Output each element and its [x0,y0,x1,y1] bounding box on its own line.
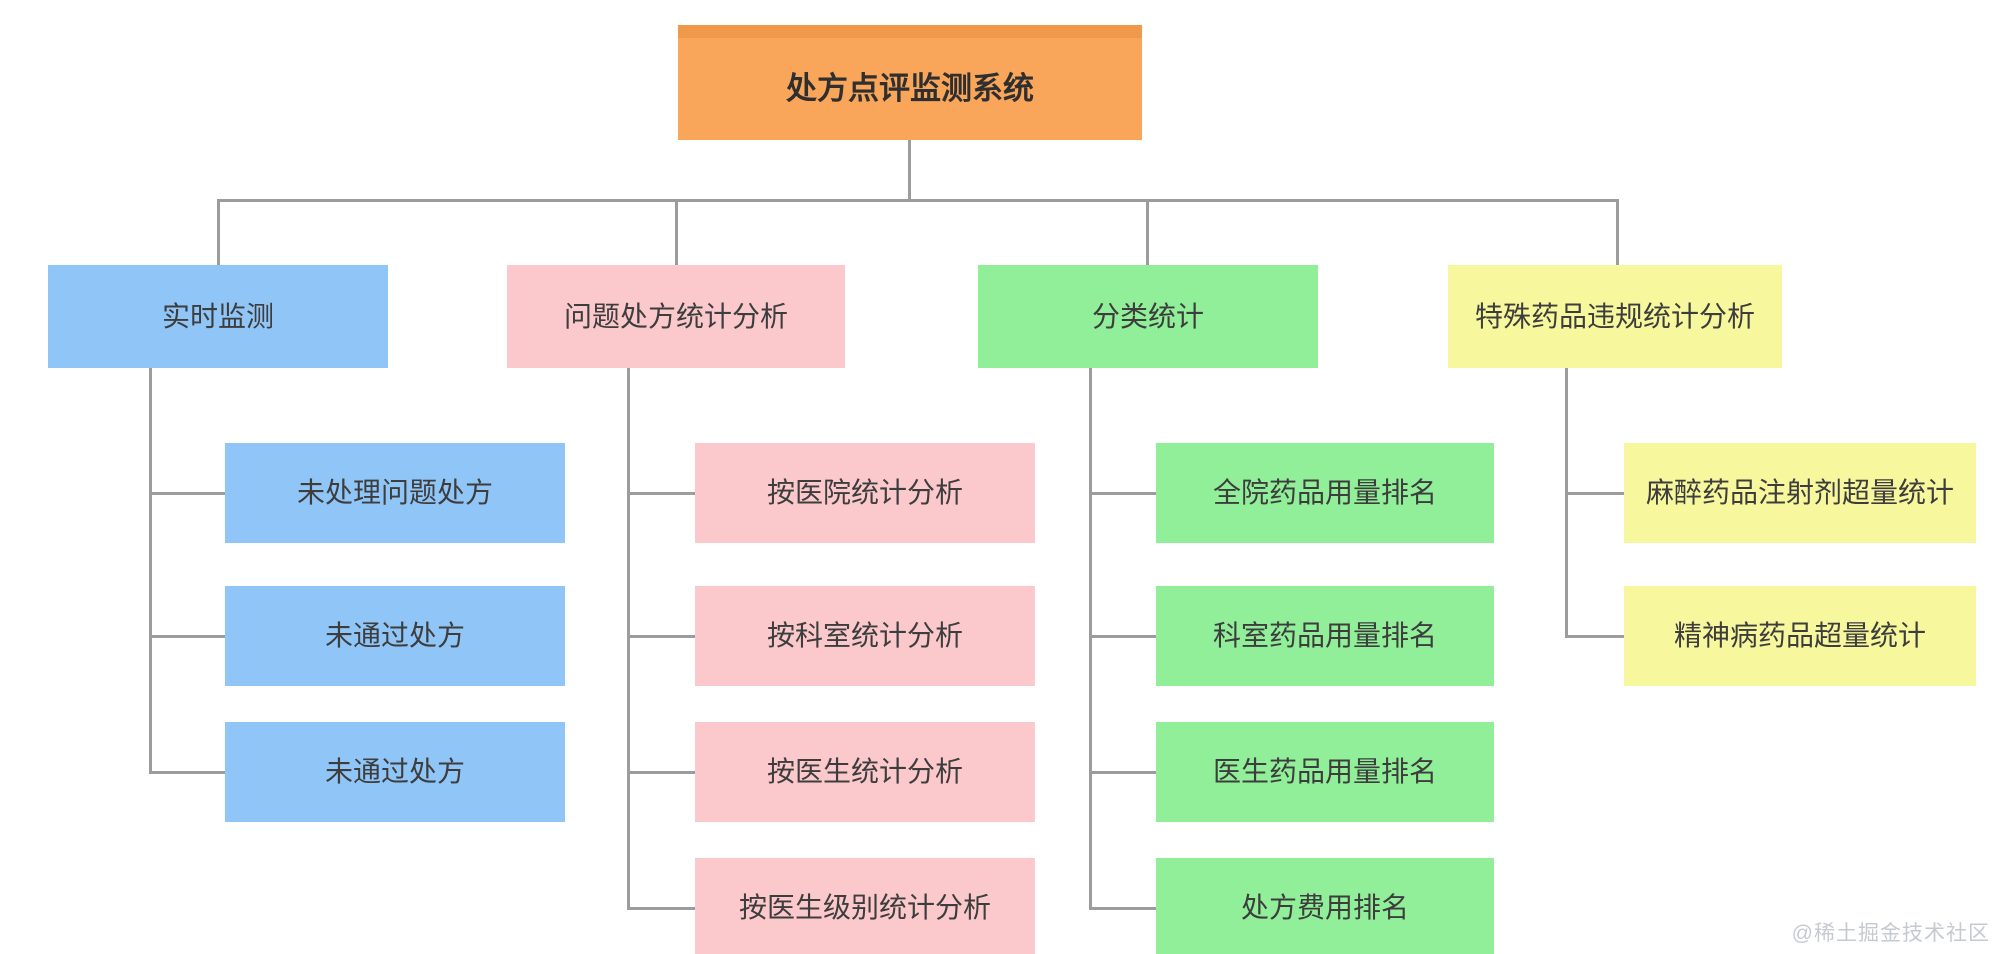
branch-node-label: 特殊药品违规统计分析 [1474,300,1755,332]
child-node-label: 未处理问题处方 [296,477,493,509]
branch-node-label: 实时监测 [161,300,274,332]
child-node[interactable]: 按科室统计分析 [695,586,1035,686]
child-node-label: 麻醉药品注射剂超量统计 [1645,477,1954,509]
connector-line-vertical [674,200,678,265]
connector-line-vertical [626,368,630,908]
child-node[interactable]: 未通过处方 [225,586,565,686]
child-node[interactable]: 精神病药品超量统计 [1624,586,1976,686]
connector-line-horizontal [626,770,697,774]
child-node[interactable]: 科室药品用量排名 [1156,586,1494,686]
child-node-label: 精神病药品超量统计 [1673,620,1926,652]
child-node-label: 未通过处方 [324,756,465,788]
connector-line-horizontal [148,491,227,495]
connector-line-vertical [1615,200,1619,265]
connector-line-vertical [907,140,911,200]
child-node[interactable]: 未通过处方 [225,722,565,822]
root-node[interactable]: 处方点评监测系统 [678,25,1142,140]
child-node-label: 科室药品用量排名 [1212,620,1437,652]
connector-line-horizontal [1088,634,1158,638]
root-node-label: 处方点评监测系统 [786,71,1034,107]
branch-node[interactable]: 特殊药品违规统计分析 [1448,265,1782,368]
connector-line-horizontal [148,634,227,638]
child-node-label: 未通过处方 [324,620,465,652]
child-node[interactable]: 麻醉药品注射剂超量统计 [1624,443,1976,543]
child-node[interactable]: 全院药品用量排名 [1156,443,1494,543]
connector-line-vertical [1088,368,1092,908]
branch-node-label: 问题处方统计分析 [563,300,788,332]
connector-line-vertical [216,200,220,265]
child-node-label: 医生药品用量排名 [1212,756,1437,788]
branch-node[interactable]: 问题处方统计分析 [507,265,845,368]
child-node[interactable]: 按医院统计分析 [695,443,1035,543]
connector-line-horizontal [1088,491,1158,495]
connector-line-horizontal [626,634,697,638]
connector-line-horizontal [1088,906,1158,910]
connector-line-vertical [1564,368,1568,636]
connector-line-horizontal [626,491,697,495]
connector-line-vertical [1145,200,1149,265]
connector-line-horizontal [1564,491,1626,495]
branch-node[interactable]: 分类统计 [978,265,1318,368]
connector-line-vertical [148,368,152,772]
child-node-label: 按科室统计分析 [766,620,963,652]
child-node-label: 按医生级别统计分析 [738,892,991,924]
connector-line-horizontal [148,770,227,774]
connector-line-horizontal [216,198,1619,202]
child-node-label: 处方费用排名 [1240,892,1409,924]
child-node-label: 按医生统计分析 [766,756,963,788]
child-node[interactable]: 未处理问题处方 [225,443,565,543]
child-node-label: 全院药品用量排名 [1212,477,1437,509]
child-node[interactable]: 处方费用排名 [1156,858,1494,954]
branch-node-label: 分类统计 [1091,300,1204,332]
branch-node[interactable]: 实时监测 [48,265,388,368]
connector-line-horizontal [1564,634,1626,638]
child-node[interactable]: 医生药品用量排名 [1156,722,1494,822]
connector-line-horizontal [626,906,697,910]
watermark-text: @稀土掘金技术社区 [1791,922,1990,945]
child-node[interactable]: 按医生级别统计分析 [695,858,1035,954]
connector-line-horizontal [1088,770,1158,774]
child-node[interactable]: 按医生统计分析 [695,722,1035,822]
child-node-label: 按医院统计分析 [766,477,963,509]
